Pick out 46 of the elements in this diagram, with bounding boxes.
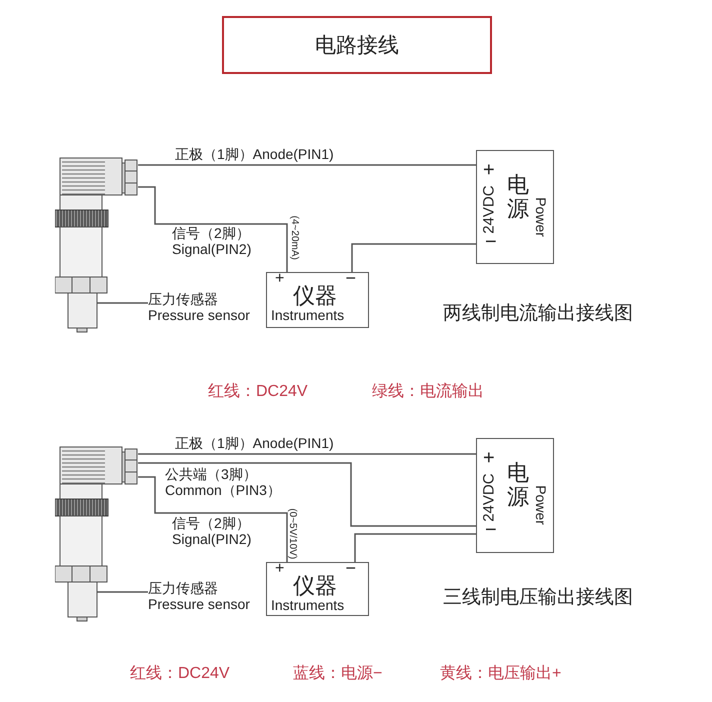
diagram-caption: 两线制电流输出接线图	[443, 303, 633, 325]
wire-color-note: 绿线：电流输出	[372, 383, 484, 402]
diagram-caption: 三线制电压输出接线图	[443, 587, 633, 609]
wire	[138, 164, 476, 166]
wire	[138, 186, 288, 272]
wire	[138, 476, 288, 562]
terminal-sign: −	[345, 558, 356, 579]
terminal-sign: +	[275, 270, 284, 288]
device-name: Power	[532, 197, 549, 237]
device-name: 仪器	[293, 283, 337, 308]
wire-label: 正极（1脚）Anode(PIN1)	[175, 435, 334, 452]
terminal-sign: +	[483, 159, 495, 182]
device-name: Power	[532, 485, 549, 525]
wire-label: 信号（2脚） Signal(PIN2)	[172, 515, 252, 548]
wire	[138, 453, 476, 455]
instrument-box	[266, 272, 369, 328]
terminal-sign: +	[483, 447, 495, 470]
wire-label: 信号（2脚） Signal(PIN2)	[172, 225, 252, 258]
leader-line	[97, 591, 148, 593]
device-name: 电源	[507, 461, 530, 510]
wire-label: 公共端（3脚） Common（PIN3）	[165, 466, 282, 498]
current-range-label: (4~20mA)	[288, 216, 300, 260]
wire-label: 正极（1脚）Anode(PIN1)	[175, 146, 334, 162]
power-supply-box	[476, 150, 554, 264]
terminal-sign: −	[345, 268, 356, 289]
instrument-box	[266, 562, 369, 616]
voltage-label: 24VDC	[480, 185, 498, 234]
sensor-label: 压力传感器 Pressure sensor	[148, 580, 251, 612]
terminal-sign: +	[275, 560, 284, 578]
sensor-label: 压力传感器 Pressure sensor	[148, 291, 251, 324]
title-banner: 电路接线	[222, 16, 492, 74]
wire-color-note: 红线：DC24V	[208, 383, 308, 402]
voltage-label: 24VDC	[480, 473, 498, 522]
device-name: 仪器	[293, 573, 337, 598]
voltage-range-label: (0~5V/10V)	[286, 508, 298, 560]
device-name: 电源	[507, 173, 530, 222]
wire	[351, 243, 476, 272]
wire-color-note: 红线：DC24V	[130, 665, 230, 684]
wire	[354, 533, 476, 562]
device-name: Instruments	[271, 597, 344, 614]
wire-color-note: 蓝线：电源−	[293, 665, 382, 684]
wire-color-note: 黄线：电压输出+	[440, 665, 562, 684]
wire	[138, 462, 476, 527]
leader-line	[97, 302, 148, 304]
power-supply-box	[476, 438, 554, 553]
device-name: Instruments	[271, 307, 344, 324]
